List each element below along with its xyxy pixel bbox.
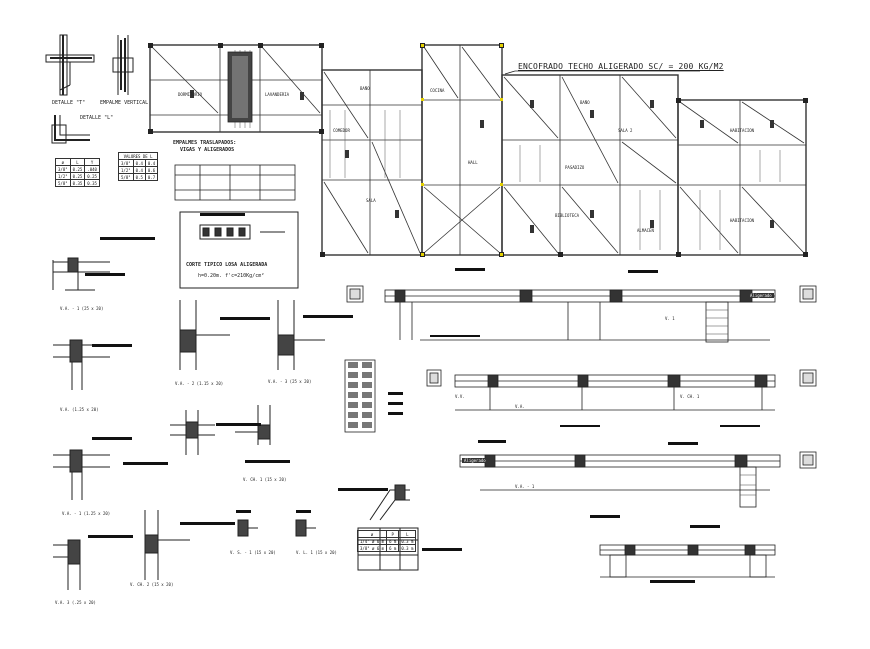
values-table-cell: 0.4 <box>132 159 146 167</box>
beam-elevation-2 <box>426 369 817 411</box>
stairs-table-cell: 0.3 m <box>398 544 417 552</box>
values-table-cell: 0.7 <box>144 173 159 181</box>
beam-mark-va-1: V.A. - 1 <box>515 484 535 489</box>
sheet-title: ENCOFRADO TECHO ALIGERADO SC/ = 200 KG/M… <box>518 62 724 71</box>
room-label-lavanderia: LAVANDERIA <box>265 92 290 97</box>
empalme-vertical-detail <box>112 35 134 95</box>
beam-label-va6: V.A. 3 (.25 x 20) <box>55 600 96 605</box>
brick-wall-detail <box>344 359 376 433</box>
room-label-almacen: ALMACEN <box>637 228 654 233</box>
beam-label-va2: V.A. (1.25 x 20) <box>60 407 99 412</box>
detail-l-label: DETALLE "L" <box>80 115 114 121</box>
aligerado-tag-1: Aligerado <box>748 293 774 298</box>
values-table-cell: 0.4 <box>132 166 146 174</box>
values-table-cell: 0.5 <box>132 173 146 181</box>
beam-label-va4: V.A. - 2 (1.15 x 20) <box>175 381 224 386</box>
values-table-cell: 0.6 <box>144 166 159 174</box>
stairs-table-cell: 3/8" ø 6 m <box>356 544 388 552</box>
room-label-habitacion-2: HABITACION <box>730 218 755 223</box>
column-details-left <box>52 257 325 590</box>
beam-mark-vv: V.V. <box>455 394 465 399</box>
room-label-habitacion: HABITACION <box>730 128 755 133</box>
bar-table-header: ø <box>55 158 71 166</box>
beam-label-vs1: V. S. - 1 (15 x 20) <box>230 550 276 555</box>
bar-table-cell: 0.25 <box>69 165 86 173</box>
title-underline <box>504 70 700 75</box>
room-label-sala2: SALA 2 <box>618 128 633 133</box>
stairs-table-cell: 0.3 m <box>398 537 417 545</box>
corte-tipico-title: CORTE TIPICO LOSA ALIGERADA <box>186 262 268 268</box>
detail-l <box>51 115 90 144</box>
room-label-hall: HALL <box>468 160 478 165</box>
stairs-table-header: ø <box>356 530 388 538</box>
beam-elevation-3 <box>459 451 817 508</box>
beam-elevation-1 <box>346 285 817 343</box>
room-label-cocina: COCINA <box>430 88 445 93</box>
values-table-cell: 5/8" <box>118 173 134 181</box>
bar-table-cell: 0.35 <box>69 179 86 187</box>
stairs-table-cell: 6 m <box>386 537 400 545</box>
corte-tipico-subtitle: h=0.20m. f'c=210Kg/cm² <box>198 273 265 279</box>
values-table-title: VALORES DE L <box>117 152 159 160</box>
empalmes-detail <box>174 164 296 201</box>
values-table-cell: 1/2" <box>118 166 134 174</box>
beam-label-vl1: V. L. 1 (15 x 20) <box>296 550 337 555</box>
bar-table-cell: 0.25 <box>69 172 86 180</box>
stair-detail <box>357 484 419 571</box>
bar-table-cell: 0.35 <box>84 179 100 187</box>
detail-t-label: DETALLE "T" <box>52 100 86 106</box>
empalme-vertical-label: EMPALME VERTICAL <box>100 100 149 106</box>
beam-mark-v1: V. 1 <box>665 316 675 321</box>
beam-label-ch1: V. CH. 1 (15 x 20) <box>243 477 287 482</box>
room-label-bano-2: BAÑO <box>580 100 590 105</box>
room-label-sala: SALA <box>366 198 376 203</box>
stairs-table-header: L <box>398 530 417 538</box>
label-tags <box>85 213 760 583</box>
empalmes-title: EMPALMES TRASLAPADOS: <box>173 140 237 146</box>
room-label-biblioteca: BIBLIOTECA <box>555 213 580 218</box>
beam-label-ch2: V. CH. 2 (15 x 20) <box>130 582 174 587</box>
room-label-pasadizo: PASADIZO <box>565 165 585 170</box>
bar-table-cell: 0.25 <box>84 172 100 180</box>
beam-mark-vch1: V. CH. 1 <box>680 394 700 399</box>
aligerado-tag-2: Aligerado <box>462 458 488 463</box>
bar-table-cell: 5/8" <box>55 179 71 187</box>
values-table-cell: 0.4 <box>144 159 159 167</box>
bar-table-cell: 3/8" <box>55 165 71 173</box>
bar-table-cell: .040 <box>84 165 100 173</box>
beam-label-va3: V.A. - 1 (1.25 x 20) <box>62 511 111 516</box>
floor-plan <box>148 43 808 257</box>
beam-mark-va: V.A. <box>515 404 525 409</box>
corte-tipico-box <box>179 211 299 289</box>
detail-t <box>45 34 95 96</box>
bar-table-header: Y <box>84 158 100 166</box>
stairs-table-cell: 1/4" ø 6 m <box>356 537 388 545</box>
room-label-comedor: COMEDOR <box>333 128 350 133</box>
bar-table-cell: 1/2" <box>55 172 71 180</box>
empalmes-subtitle: VIGAS Y ALIGERADOS <box>180 147 235 153</box>
beam-elevation-4 <box>599 544 776 578</box>
beam-label-va1: V.A. - 1 (25 x 20) <box>60 306 104 311</box>
beam-label-va5: V.A. - 3 (25 x 20) <box>268 379 312 384</box>
room-label-dormitorio: DORMITORIO <box>178 92 203 97</box>
stairs-table-cell: 6 m <box>386 544 400 552</box>
bar-table-header: L <box>69 158 86 166</box>
stairs-table-header: P <box>386 530 400 538</box>
values-table-cell: 3/8" <box>118 159 134 167</box>
room-label-bano: BAÑO <box>360 86 370 91</box>
